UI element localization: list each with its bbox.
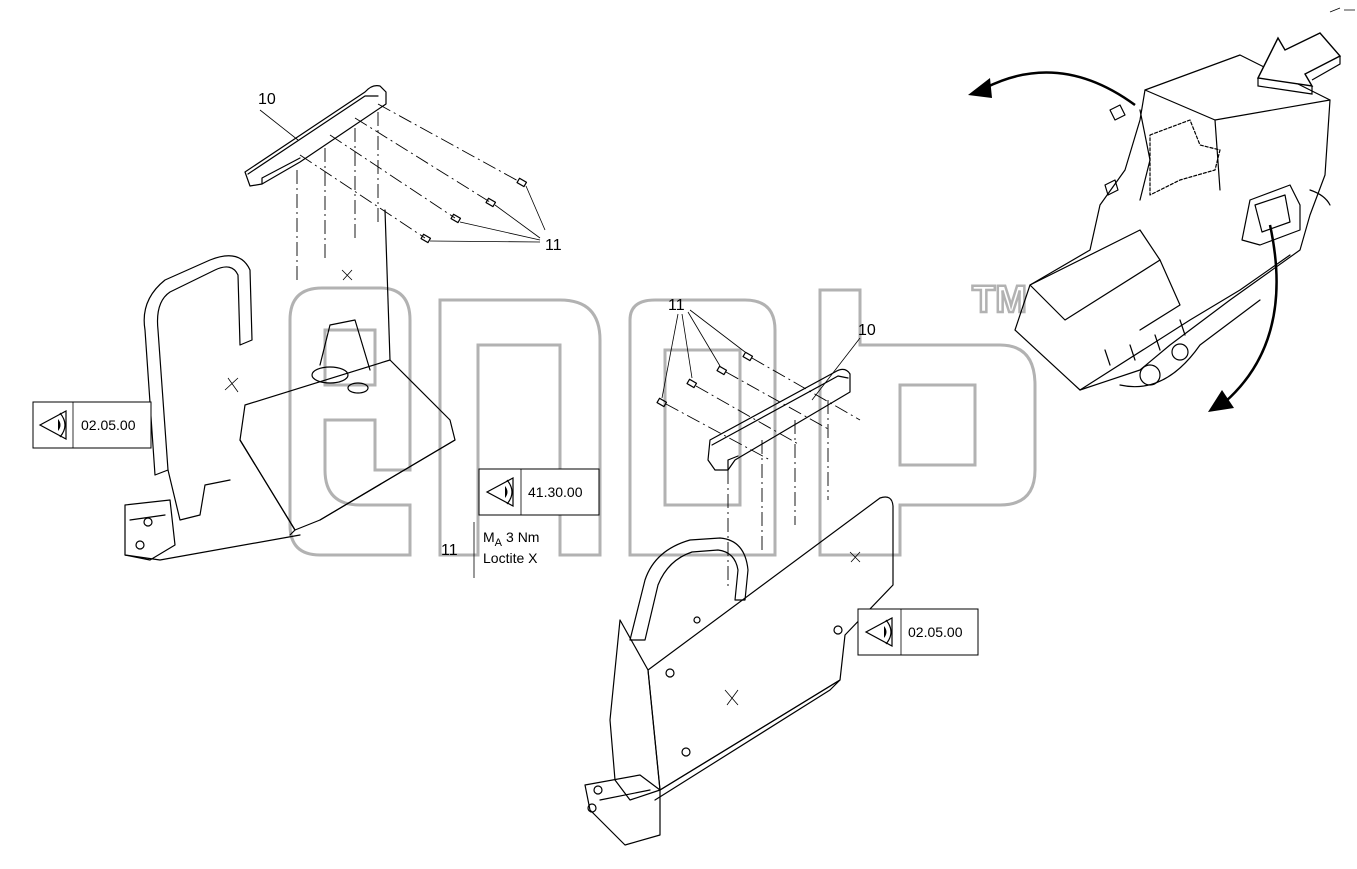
left-pins [420, 177, 528, 244]
callout-part-10-right: 10 [858, 322, 876, 339]
view-eye-icon [864, 616, 893, 648]
callout-pins-11-left: 11 [545, 237, 562, 254]
torque-value: 3 Nm [506, 529, 539, 545]
callout-part-10-left: 10 [258, 91, 276, 108]
watermark: TM [288, 278, 1037, 557]
view-eye-icon [485, 476, 514, 508]
view-ref-box-left[interactable]: 02.05.00 [32, 401, 152, 449]
view-ref-label: 02.05.00 [908, 624, 963, 640]
view-ref-label: 41.30.00 [528, 484, 583, 500]
watermark-tm: TM [972, 279, 1027, 321]
rotate-arrow-icon [968, 71, 1278, 412]
right-pins [656, 351, 754, 408]
right-assembly [584, 309, 894, 846]
paver-overview [968, 32, 1342, 412]
view-ref-box-center[interactable]: 41.30.00 [478, 468, 600, 516]
direction-arrow-icon [1256, 32, 1342, 95]
adhesive-spec: Loctite X [483, 550, 538, 566]
torque-symbol: M [483, 529, 495, 545]
view-ref-box-right[interactable]: 02.05.00 [857, 608, 979, 656]
callout-pins-11-right: 11 [668, 297, 685, 314]
left-assembly [124, 85, 546, 561]
view-eye-icon [38, 409, 67, 441]
view-ref-label: 02.05.00 [81, 417, 136, 433]
torque-pos-number: 11 [441, 542, 458, 559]
corner-mark [1329, 7, 1355, 13]
torque-subscript: A [495, 537, 503, 549]
